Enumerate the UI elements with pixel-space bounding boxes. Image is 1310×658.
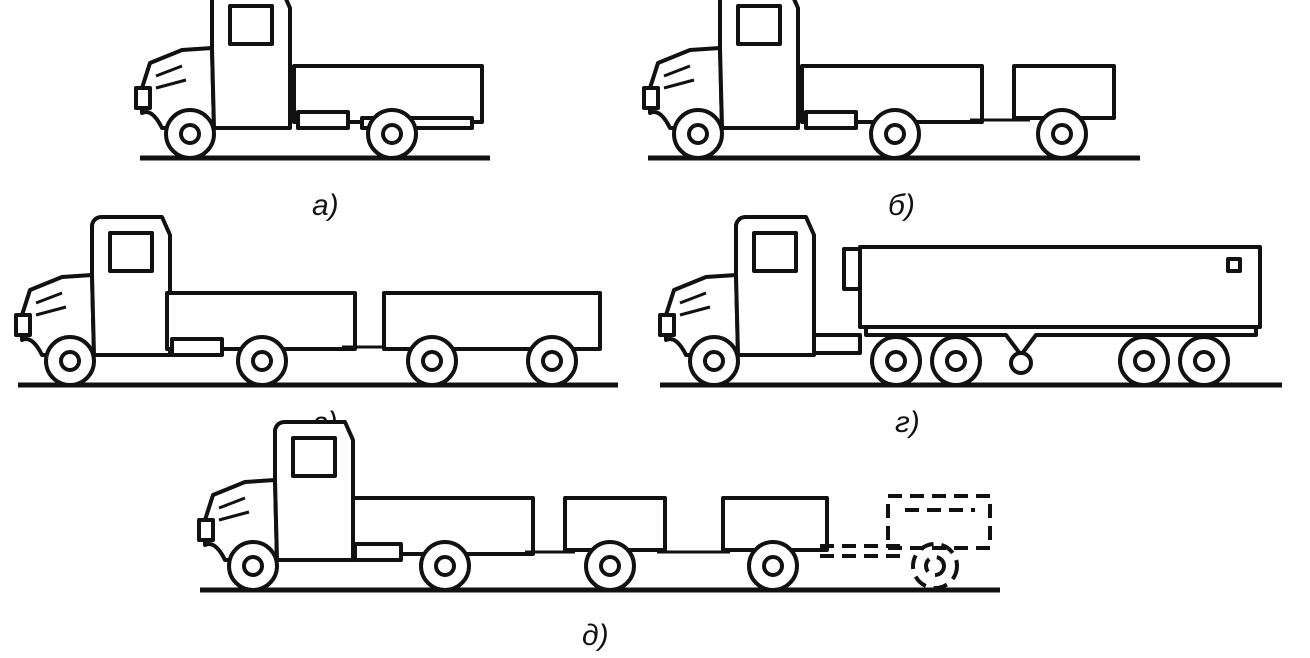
truck-d xyxy=(197,420,535,592)
semitrailer-g xyxy=(842,245,1262,387)
panel-label-a: а) xyxy=(312,189,339,222)
panel-a: а) xyxy=(134,0,490,222)
trailer-b xyxy=(970,64,1116,160)
trailer-d-dashed xyxy=(820,494,992,590)
trailer-d-1 xyxy=(525,496,667,592)
panel-label-d: д) xyxy=(582,619,609,652)
truck-a xyxy=(134,0,484,160)
trailer-d-2 xyxy=(657,496,829,592)
tractor-g xyxy=(658,215,982,387)
panel-d: д) xyxy=(197,420,1000,652)
panel-label-g: г) xyxy=(895,406,920,439)
trailer-v xyxy=(342,291,602,387)
truck-v xyxy=(14,215,357,387)
panel-label-b: б) xyxy=(888,189,915,222)
truck-b xyxy=(642,0,984,160)
panel-b: б) xyxy=(642,0,1140,222)
panel-g: г) xyxy=(658,215,1282,439)
panel-v: в) xyxy=(14,215,618,439)
